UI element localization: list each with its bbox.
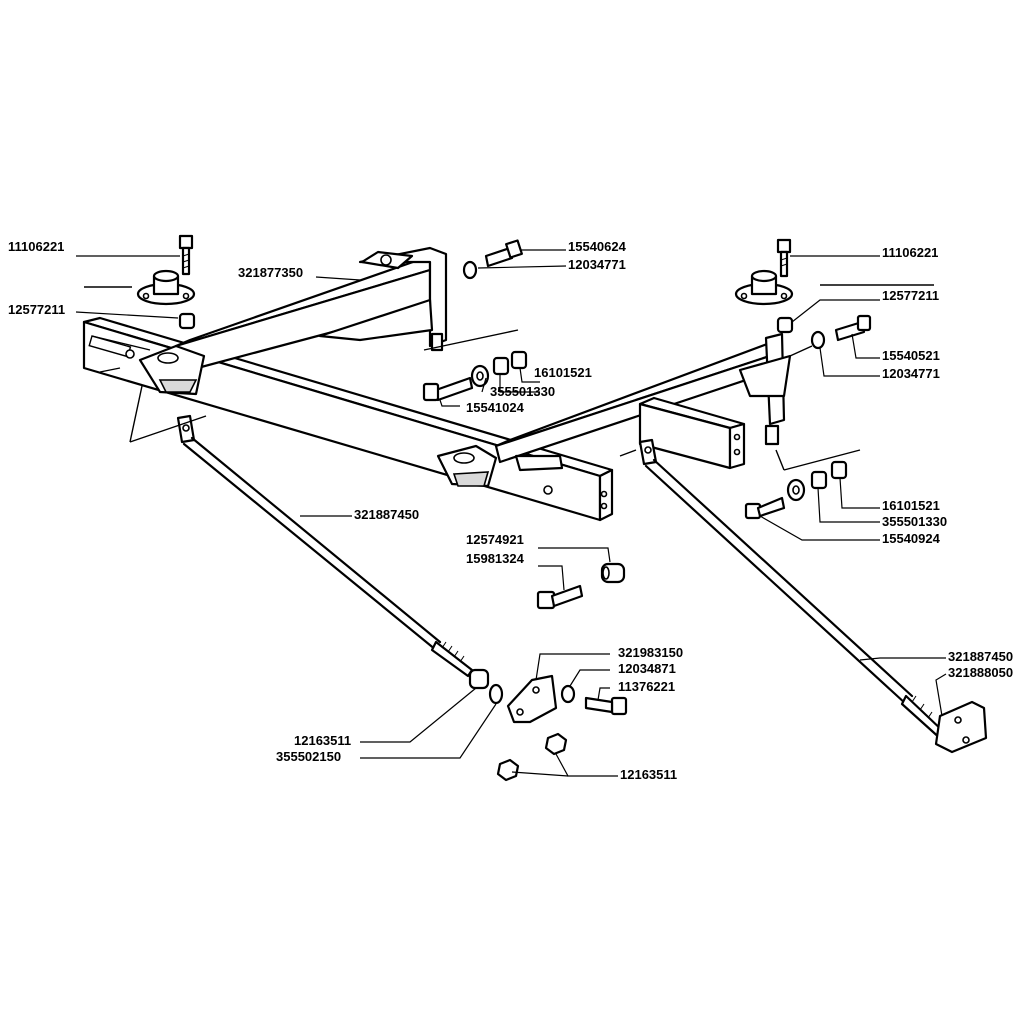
rod-nut-left: [468, 668, 504, 705]
nut-left-12577211: [178, 312, 196, 330]
leader-lines: [75, 249, 947, 777]
end-bracket-321888050: [934, 700, 988, 754]
rear-top-bracket: [360, 250, 414, 270]
bolt-group-left: [422, 350, 528, 402]
label-321887450-left: 321887450: [354, 507, 419, 522]
bolt-right-top: [776, 238, 792, 278]
bolt-15981324: [536, 562, 626, 610]
part-labels: 11106221 12577211 321877350 15540624 120…: [8, 239, 1013, 782]
label-321888050: 321888050: [948, 665, 1013, 680]
tie-rod-right: [638, 438, 948, 742]
right-end-bracket: [738, 332, 792, 446]
label-16101521-right: 16101521: [882, 498, 940, 513]
label-15981324: 15981324: [466, 551, 525, 566]
front-long-beam: [82, 316, 614, 522]
label-15541024: 15541024: [466, 400, 525, 415]
bolt-left-top: [178, 234, 194, 276]
label-15540924: 15540924: [882, 531, 941, 546]
bolt-15540624: [462, 239, 523, 280]
label-16101521-left: 16101521: [534, 365, 592, 380]
construction-lines: [84, 284, 934, 471]
label-15540624: 15540624: [568, 239, 627, 254]
bolt-group-right-lower: [744, 460, 848, 520]
rubber-mount-right: [734, 269, 794, 306]
label-355501330-right: 355501330: [882, 514, 947, 529]
label-12034771-top: 12034771: [568, 257, 626, 272]
label-321983150: 321983150: [618, 645, 683, 660]
label-321887450-right: 321887450: [948, 649, 1013, 664]
label-11106221-right: 11106221: [882, 245, 938, 260]
center-pivot-mount: [436, 444, 498, 488]
label-12574921: 12574921: [466, 532, 524, 547]
right-cross-member: [638, 396, 746, 470]
label-12034771-right: 12034771: [882, 366, 940, 381]
label-12577211-right: 12577211: [882, 288, 939, 303]
label-12034871: 12034871: [618, 661, 676, 676]
label-12577211-left: 12577211: [8, 302, 65, 317]
label-15540521: 15540521: [882, 348, 940, 363]
label-12163511-left: 12163511: [294, 733, 351, 748]
label-355502150: 355502150: [276, 749, 341, 764]
label-11376221: 11376221: [618, 679, 675, 694]
tie-rod-left: [176, 414, 474, 678]
nuts-12163511-bottom: [496, 732, 568, 782]
label-12163511-bottom: 12163511: [620, 767, 677, 782]
left-pivot-mount: [138, 344, 206, 396]
label-11106221-left: 11106221: [8, 239, 64, 254]
label-321877350: 321877350: [238, 265, 303, 280]
bolt-group-right-upper: [810, 314, 872, 350]
bracket-321983150: [506, 674, 628, 724]
rubber-mount-left: [136, 269, 196, 306]
rear-cross-beam: [174, 246, 448, 372]
nut-right-12577211: [776, 316, 794, 334]
label-355501330-left: 355501330: [490, 384, 555, 399]
